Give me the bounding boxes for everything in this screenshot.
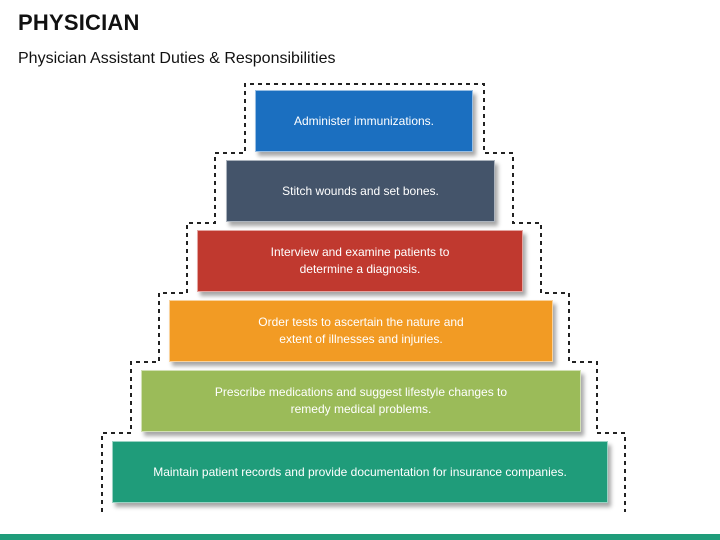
page-title: PHYSICIAN xyxy=(18,10,140,35)
step-label: Maintain patient records and provide doc… xyxy=(153,464,567,479)
page-subtitle: Physician Assistant Duties & Responsibil… xyxy=(18,50,336,67)
step-stitch-wounds: Stitch wounds and set bones. xyxy=(226,160,495,222)
step-administer-immunizations: Administer immunizations. xyxy=(255,90,473,152)
step-prescribe-medications: Prescribe medications and suggest lifest… xyxy=(141,370,581,432)
step-label: Stitch wounds and set bones. xyxy=(282,183,439,198)
step-label: Order tests to ascertain the nature and … xyxy=(258,315,464,346)
step-label: Prescribe medications and suggest lifest… xyxy=(214,385,508,416)
footer-accent-bar xyxy=(0,534,720,540)
step-label: Interview and examine patients to determ… xyxy=(270,245,450,276)
step-order-tests: Order tests to ascertain the nature and … xyxy=(169,300,553,362)
step-maintain-records: Maintain patient records and provide doc… xyxy=(112,441,608,503)
step-label: Administer immunizations. xyxy=(293,113,435,128)
step-interview-examine: Interview and examine patients to determ… xyxy=(197,230,523,292)
staircase-dashed-outline xyxy=(101,83,626,512)
